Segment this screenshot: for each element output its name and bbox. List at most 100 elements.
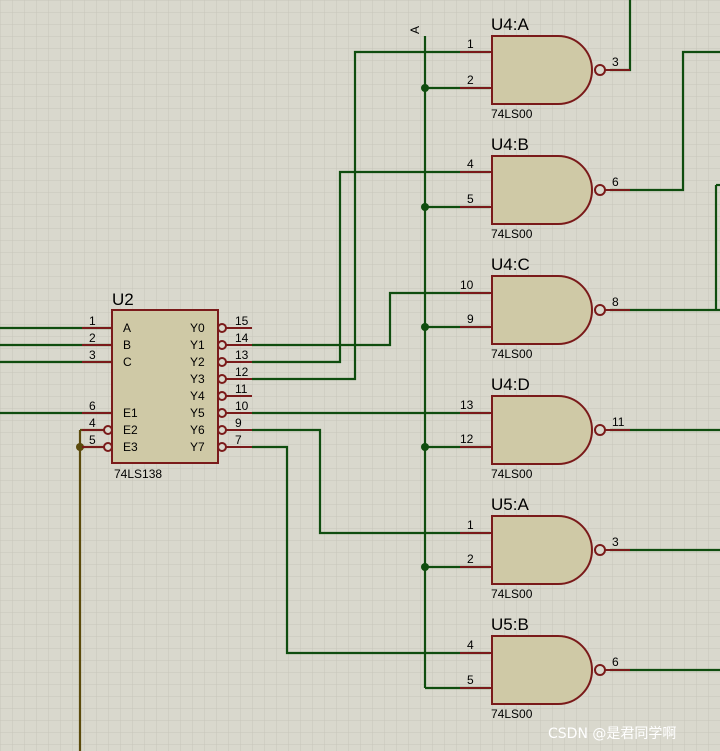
pin-name: Y6 [190,423,205,437]
pin-number: 2 [89,331,96,345]
pin-number: 4 [89,416,96,430]
gate-ref: U4:D [491,375,530,394]
pin-name: E1 [123,406,138,420]
pin-number: 2 [467,73,474,87]
pin-number: 4 [467,157,474,171]
pin-name: Y5 [190,406,205,420]
gate-body[interactable] [491,35,593,105]
pin-number: 8 [612,295,619,309]
inversion-bubble [594,544,606,556]
pin-number: 9 [235,416,242,430]
junction-dot [421,563,429,571]
decoder-74ls138[interactable]: U2 74LS138 1 2 3 6 4 5 A B C E1 E2 E3 [82,290,252,481]
pin-name: Y0 [190,321,205,335]
gate-body[interactable] [491,155,593,225]
pin-number: 1 [467,37,474,51]
decoder-body[interactable] [111,309,219,464]
pin-number: 2 [467,552,474,566]
inversion-bubble [594,664,606,676]
inversion-bubble [594,184,606,196]
junction-dot [421,203,429,211]
pin-number: 9 [467,312,474,326]
gate-part: 74LS00 [491,107,533,121]
inversion-bubble [594,64,606,76]
pin-number: 13 [235,348,249,362]
net-label-a: A [408,26,422,34]
gate-part: 74LS00 [491,707,533,721]
pin-number: 11 [612,415,625,429]
pin-name: E3 [123,440,138,454]
gate-body[interactable] [491,395,593,465]
watermark: CSDN @是君同学啊 [548,726,676,742]
nand-gate-u4a[interactable]: U4:A 1 2 3 74LS00 [460,15,630,121]
pin-number: 3 [612,55,619,69]
pin-number: 3 [612,535,619,549]
pin-name: B [123,338,131,352]
y7-to-u5b-wire [252,445,490,655]
inversion-bubble [217,357,227,367]
decoder-output-pins [217,323,252,452]
nand-gate-u5a[interactable]: U5:A 1 2 3 74LS00 [460,495,630,601]
junction-dot [421,323,429,331]
gate-body[interactable] [491,515,593,585]
pin-number: 6 [612,655,619,669]
gate-body[interactable] [491,275,593,345]
inversion-bubble [217,391,227,401]
inversion-bubble [217,442,227,452]
pin-number: 5 [467,673,474,687]
junction-dot [421,443,429,451]
inversion-bubble [217,323,227,333]
gate-part: 74LS00 [491,347,533,361]
pin-number: 5 [89,433,96,447]
junctions [76,84,429,571]
nand-gate-u5b[interactable]: U5:B 4 5 6 74LS00 [460,615,630,721]
nand-gate-u4d[interactable]: U4:D 13 12 11 74LS00 [460,375,630,481]
pin-number: 4 [467,638,474,652]
gate-part: 74LS00 [491,227,533,241]
pin-name: A [123,321,131,335]
inversion-bubble [103,442,113,452]
y2-to-u4b-wire [252,170,490,364]
junction-dot [421,84,429,92]
pin-number: 15 [235,314,249,328]
pin-number: 3 [89,348,96,362]
gate-ref: U5:A [491,495,529,514]
gate-ref: U4:A [491,15,529,34]
y3-to-u4a-wire [252,50,490,381]
gate-ref: U4:C [491,255,530,274]
inversion-bubble [217,340,227,350]
y6-to-u5a-wire [252,428,490,535]
inversion-bubble [217,374,227,384]
decoder-ref: U2 [112,290,134,309]
junction-dot [76,443,84,451]
inversion-bubble [594,424,606,436]
pin-number: 1 [467,518,474,532]
pin-name: Y3 [190,372,205,386]
u4b-output-wire [610,50,720,192]
pin-name: C [123,355,132,369]
pin-number: 14 [235,331,249,345]
inversion-bubble [103,425,113,435]
nand-gate-u4c[interactable]: U4:C 10 9 8 74LS00 [460,255,630,361]
inversion-bubble [217,425,227,435]
pin-number: 7 [235,433,242,447]
pin-number: 6 [89,399,96,413]
y1-to-u4c-wire [252,291,490,347]
pin-number: 13 [460,398,474,412]
pin-number: 12 [235,365,249,379]
pin-number: 5 [467,192,474,206]
gate-body[interactable] [491,635,593,705]
gate-ref: U4:B [491,135,529,154]
pin-name: Y2 [190,355,205,369]
pin-number: 12 [460,432,474,446]
pin-name: Y7 [190,440,205,454]
nand-gate-u4b[interactable]: U4:B 4 5 6 74LS00 [460,135,630,241]
pin-name: E2 [123,423,138,437]
inversion-bubble [594,304,606,316]
pin-number: 10 [235,399,249,413]
pin-number: 10 [460,278,474,292]
gate-part: 74LS00 [491,587,533,601]
pin-name: Y4 [190,389,205,403]
